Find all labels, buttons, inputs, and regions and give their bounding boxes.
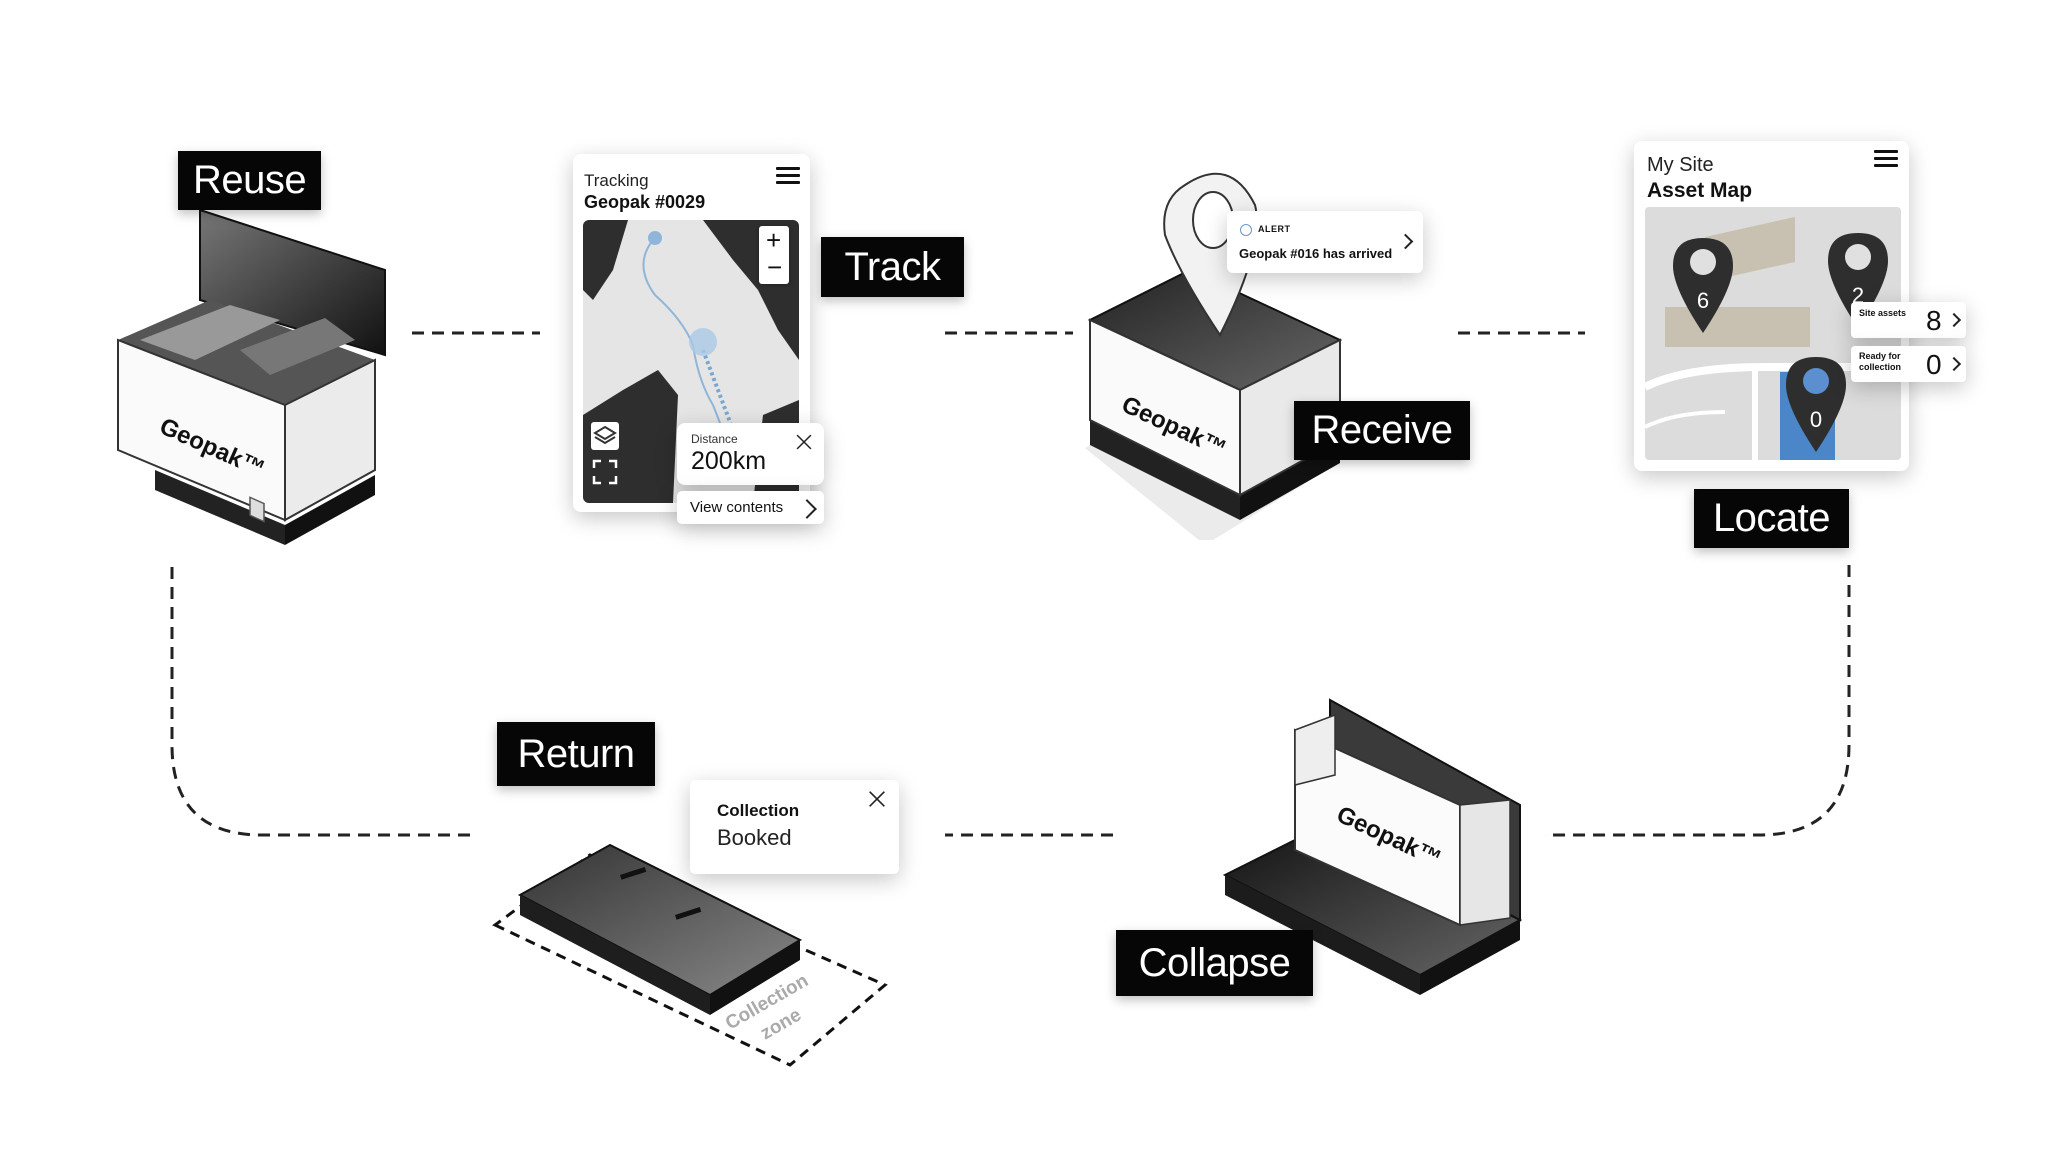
collection-status: Booked xyxy=(717,825,792,850)
chevron-right-icon xyxy=(1946,356,1962,372)
menu-icon[interactable] xyxy=(776,167,800,185)
site-assets-label: Site assets xyxy=(1859,308,1907,318)
chevron-right-icon xyxy=(1946,312,1962,328)
connector-locate-collapse xyxy=(1545,565,1851,837)
site-subtitle: Asset Map xyxy=(1647,179,1753,202)
stage-label-locate: Locate xyxy=(1694,489,1849,548)
stage-label-receive: Receive xyxy=(1294,401,1470,460)
tracking-subtitle: Geopak #0029 xyxy=(584,192,706,212)
pin-count: 2 xyxy=(1852,283,1864,308)
stage-label-collapse: Collapse xyxy=(1116,930,1313,996)
zoom-in-button[interactable]: + xyxy=(766,225,782,255)
box-icon xyxy=(1803,368,1829,394)
connector-return-reuse xyxy=(170,565,470,837)
alert-message: Geopak #016 has arrived xyxy=(1239,246,1393,261)
asset-pin-2[interactable]: 2 xyxy=(1818,223,1900,333)
close-icon[interactable] xyxy=(794,432,814,452)
site-title: My Site xyxy=(1647,154,1714,176)
collection-title: Collection xyxy=(717,801,800,820)
view-contents-label: View contents xyxy=(690,499,784,516)
asset-pin-3[interactable]: 0 xyxy=(1776,347,1858,457)
collection-zone-outline xyxy=(492,853,888,1067)
box-icon xyxy=(1845,244,1871,270)
asset-pin-1[interactable]: 6 xyxy=(1663,228,1745,338)
current-location-marker xyxy=(689,328,717,356)
chevron-right-icon xyxy=(1397,233,1414,250)
box-icon xyxy=(1690,249,1716,275)
close-icon[interactable] xyxy=(867,789,888,810)
origin-marker xyxy=(648,231,662,245)
stage-label-track: Track xyxy=(821,237,964,297)
collection-popup: Collection Booked xyxy=(690,780,899,874)
stage-label-reuse: Reuse xyxy=(178,151,321,210)
fullscreen-icon[interactable] xyxy=(591,458,619,486)
site-assets-stat[interactable]: Site assets 8 xyxy=(1851,302,1966,338)
layers-icon[interactable] xyxy=(591,422,619,450)
alert-tag: ALERT xyxy=(1258,224,1291,234)
ready-value: 0 xyxy=(1926,349,1942,380)
distance-label: Distance xyxy=(691,432,738,446)
pin-count: 0 xyxy=(1810,407,1822,432)
site-assets-value: 8 xyxy=(1926,305,1942,336)
menu-icon[interactable] xyxy=(1874,150,1898,168)
collapsed-box-illustration: Geopak™ xyxy=(1222,698,1523,995)
distance-value: 200km xyxy=(691,447,767,475)
ready-for-collection-stat[interactable]: Ready for collection 0 xyxy=(1851,346,1966,382)
stage-label-return: Return xyxy=(497,722,655,786)
arrival-alert-notification[interactable]: ALERT Geopak #016 has arrived xyxy=(1227,211,1423,273)
view-contents-button[interactable]: View contents xyxy=(677,491,824,524)
zoom-out-button[interactable]: − xyxy=(767,252,783,282)
chevron-right-icon xyxy=(797,499,817,519)
open-box-illustration: Geopak™ xyxy=(117,208,386,545)
ready-label-line1: Ready for xyxy=(1859,351,1901,361)
ready-label-line2: collection xyxy=(1859,362,1902,372)
flat-pallet-illustration: Collection zone xyxy=(492,843,888,1067)
pin-count: 6 xyxy=(1697,288,1709,313)
distance-popup: Distance 200km xyxy=(677,423,824,485)
zoom-controls: + − xyxy=(759,225,789,284)
alert-icon xyxy=(1240,224,1252,236)
tracking-title: Tracking xyxy=(584,171,649,190)
